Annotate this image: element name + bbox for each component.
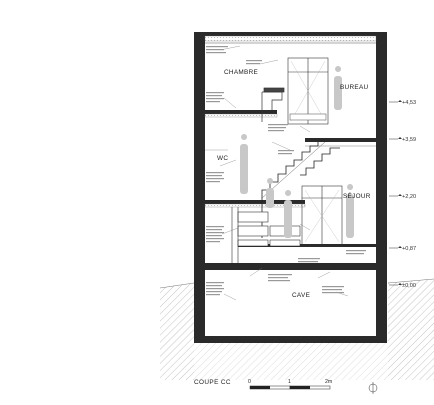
ground-below bbox=[194, 340, 388, 380]
ground-left bbox=[159, 282, 195, 380]
level-marker: ±0,00 bbox=[389, 283, 416, 289]
level-markers: +4,53 +3,59 +2,20 +0,87 ±0,00 bbox=[389, 100, 416, 289]
walls bbox=[194, 32, 387, 343]
roof-slab bbox=[204, 32, 377, 44]
orientation-symbol bbox=[368, 382, 378, 394]
level-marker: +0,87 bbox=[389, 246, 416, 252]
level-marker: +4,53 bbox=[389, 100, 416, 106]
floor-chambre bbox=[204, 110, 278, 118]
level-value: +4,53 bbox=[402, 100, 416, 106]
level-marker: +2,20 bbox=[389, 194, 416, 200]
room-label-sejour: SÉJOUR bbox=[343, 191, 371, 200]
level-value: ±0,00 bbox=[402, 283, 416, 289]
inner-partitions bbox=[205, 149, 239, 263]
small-notes bbox=[206, 46, 366, 296]
lower-window bbox=[301, 185, 343, 247]
floor-sejour bbox=[238, 244, 376, 247]
ground-right bbox=[387, 278, 434, 380]
room-label-bureau: BUREAU bbox=[340, 84, 369, 91]
floor-bureau bbox=[305, 138, 376, 147]
level-value: +2,20 bbox=[402, 194, 416, 200]
level-value: +3,59 bbox=[402, 137, 416, 143]
scale-bar: 0 1 2m bbox=[248, 379, 332, 390]
upper-stair bbox=[261, 87, 285, 122]
scale-tick: 2m bbox=[325, 379, 332, 385]
floor-mezz bbox=[204, 200, 306, 208]
annotation-leaders bbox=[219, 45, 349, 301]
room-label-cave: CAVE bbox=[292, 292, 310, 299]
drawing-title: COUPE CC bbox=[194, 379, 231, 386]
room-label-wc: WC bbox=[217, 155, 228, 162]
room-label-chambre: CHAMBRE bbox=[224, 69, 258, 76]
level-value: +0,87 bbox=[402, 246, 416, 252]
scale-tick: 0 bbox=[248, 379, 251, 385]
scale-tick: 1 bbox=[288, 379, 291, 385]
scale-figures bbox=[240, 66, 354, 238]
upper-window bbox=[287, 57, 329, 125]
level-marker: +3,59 bbox=[389, 137, 416, 143]
